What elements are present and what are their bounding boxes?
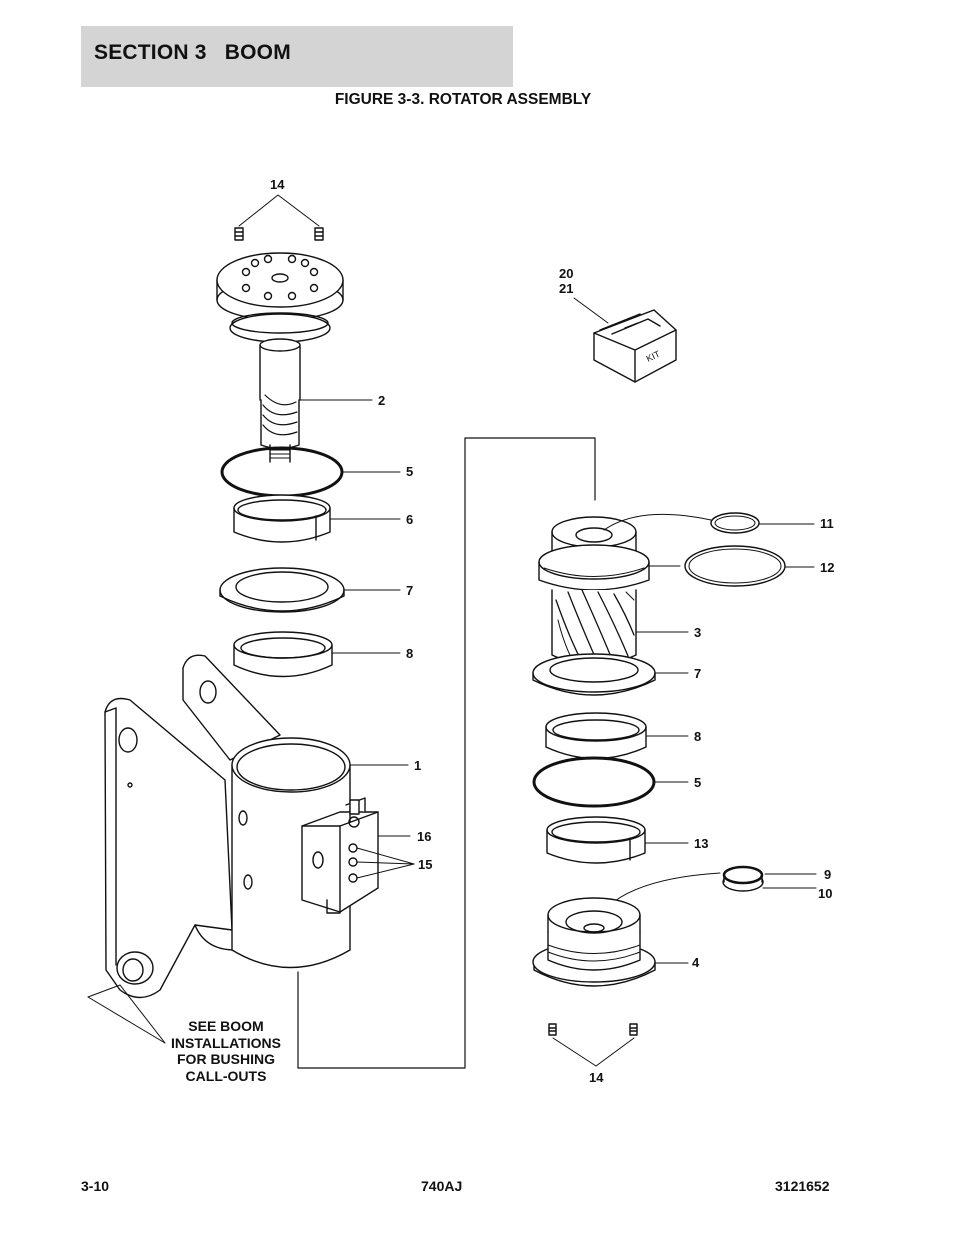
callout-11: 11 (820, 516, 834, 531)
callout-5-right: 5 (694, 775, 701, 790)
callout-12: 12 (820, 560, 834, 575)
end-plate-part-4 (532, 897, 656, 987)
bushing-note: SEE BOOM INSTALLATIONS FOR BUSHING CALL-… (171, 1018, 281, 1084)
note-line-1: SEE BOOM (188, 1018, 263, 1034)
callout-8-right: 8 (694, 729, 701, 744)
seal-part-11 (710, 512, 760, 534)
note-line-4: CALL-OUTS (186, 1068, 267, 1084)
callout-10: 10 (818, 886, 832, 901)
callout-14-top: 14 (270, 177, 285, 192)
bushing-part-13 (546, 816, 646, 864)
callout-9: 9 (824, 867, 831, 882)
callout-13: 13 (694, 836, 708, 851)
callout-16: 16 (417, 829, 431, 844)
callout-15: 15 (418, 857, 432, 872)
worm-gear-part-3 (538, 516, 650, 669)
rotator-shaft-part-2 (216, 252, 344, 463)
callout-8-left: 8 (406, 646, 413, 661)
screw-14-bottom-left (548, 1023, 557, 1036)
note-line-2: INSTALLATIONS (171, 1035, 281, 1051)
callout-21: 21 (559, 281, 573, 296)
kit-box-20-21: KIT (593, 309, 677, 383)
callout-2: 2 (378, 393, 385, 408)
callout-3: 3 (694, 625, 701, 640)
section-title: SECTION 3 BOOM (94, 41, 291, 65)
callout-6: 6 (406, 512, 413, 527)
footer-page-number: 3-10 (81, 1178, 110, 1194)
seal-part-12 (684, 545, 786, 587)
bearing-8-left (233, 631, 333, 678)
callout-5-left: 5 (406, 464, 413, 479)
thrust-washer-7-right (532, 653, 656, 696)
note-line-3: FOR BUSHING (177, 1051, 275, 1067)
footer-model: 740AJ (421, 1178, 463, 1194)
thrust-washer-7-left (219, 567, 345, 613)
callout-7-left: 7 (406, 583, 413, 598)
o-ring-5-left (220, 446, 344, 498)
callout-20: 20 (559, 266, 573, 281)
rotator-housing-part-1 (104, 654, 379, 999)
section-name: BOOM (224, 41, 291, 64)
figure-title: FIGURE 3-3. ROTATOR ASSEMBLY (0, 91, 954, 109)
figure-title-text: FIGURE 3-3. ROTATOR ASSEMBLY (334, 91, 592, 108)
callout-14-bottom: 14 (589, 1070, 604, 1085)
callout-7-right: 7 (694, 666, 701, 681)
footer-doc-number: 3121652 (775, 1178, 830, 1194)
o-ring-5-right (532, 756, 656, 808)
screw-14-bottom-right (629, 1023, 638, 1036)
seal-part-9-10 (722, 865, 764, 892)
callout-4: 4 (692, 955, 700, 970)
bushing-part-6 (233, 494, 331, 543)
bearing-8-right (545, 712, 647, 760)
screw-14-top-left (234, 227, 244, 241)
screw-14-top-right (314, 227, 324, 241)
callout-1: 1 (414, 758, 421, 773)
section-header: SECTION 3 BOOM (81, 26, 513, 87)
section-number: SECTION 3 (94, 41, 207, 64)
